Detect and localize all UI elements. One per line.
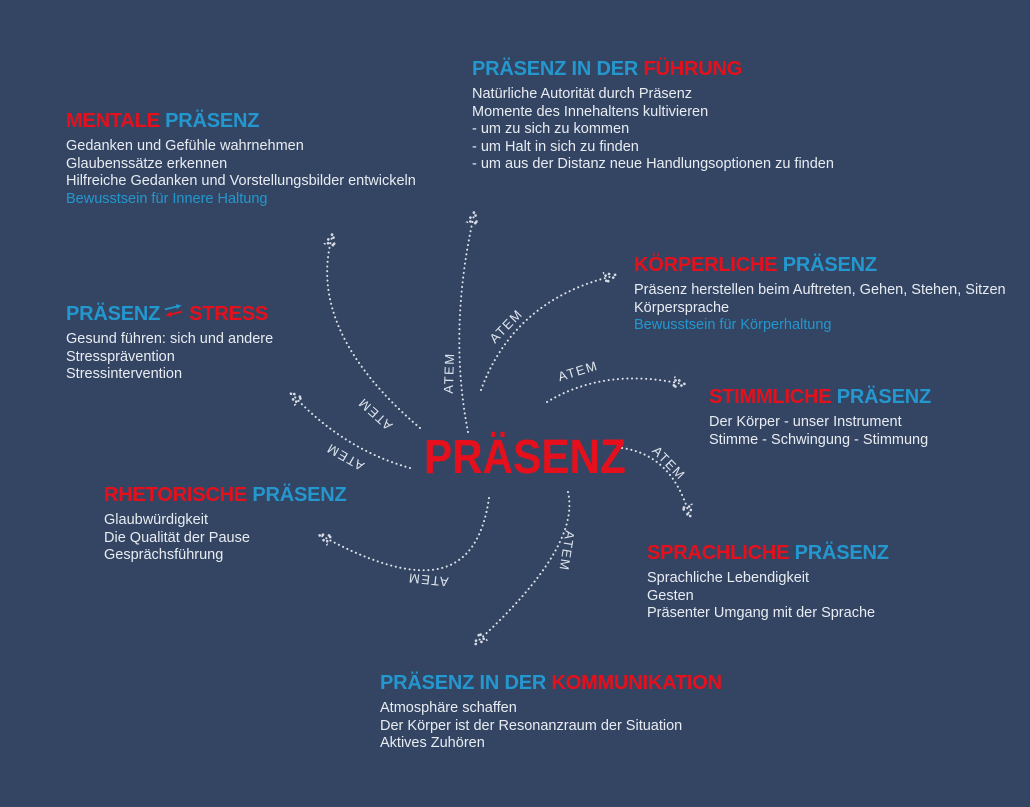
section-body: Atmosphäre schaffen Der Körper ist der R… bbox=[380, 700, 722, 753]
section-body: Gesund führen: sich und andere Stressprä… bbox=[66, 331, 273, 384]
section-line: Atmosphäre schaffen bbox=[380, 700, 517, 716]
section-title: STIMMLICHE PRÄSENZ bbox=[709, 386, 931, 409]
section-koerperliche-praesenz: KÖRPERLICHE PRÄSENZ Präsenz herstellen b… bbox=[634, 254, 1006, 335]
title-part: RHETORISCHE bbox=[104, 484, 253, 506]
title-part: PRÄSENZ bbox=[782, 254, 877, 276]
section-title: PRÄSENZ STRESS bbox=[66, 303, 273, 326]
section-line: Momente des Innehaltens kultivieren bbox=[472, 103, 709, 120]
section-line: Gedanken und Gefühle wahrnehmen bbox=[66, 138, 304, 154]
title-part: PRÄSENZ IN DER bbox=[472, 58, 644, 80]
title-part: PRÄSENZ bbox=[165, 110, 260, 132]
section-mentale-praesenz: MENTALE PRÄSENZ Gedanken und Gefühle wah… bbox=[66, 110, 416, 208]
atem-arrow-to-koerperliche-praesenz bbox=[480, 276, 613, 391]
title-part: FÜHRUNG bbox=[643, 58, 743, 80]
section-line: Bewusstsein für Innere Haltung bbox=[66, 190, 268, 207]
section-line: Bewusstsein für Körperhaltung bbox=[634, 317, 832, 333]
section-line: Glaubenssätze erkennen bbox=[66, 155, 228, 172]
title-part: STIMMLICHE bbox=[709, 386, 837, 408]
section-line: - um aus der Distanz neue Handlungsoptio… bbox=[472, 156, 834, 172]
title-part: PRÄSENZ bbox=[66, 303, 161, 325]
center-title: PRÄSENZ bbox=[424, 431, 626, 484]
section-sprachliche-praesenz: SPRACHLICHE PRÄSENZ Sprachliche Lebendig… bbox=[647, 542, 889, 623]
atem-label: ATEM bbox=[440, 352, 458, 394]
section-body: Natürliche Autorität durch Präsenz Momen… bbox=[472, 86, 834, 174]
section-line: Gesund führen: sich und andere bbox=[66, 331, 274, 347]
section-line: Sprachliche Lebendigkeit bbox=[647, 570, 810, 586]
section-body: Sprachliche Lebendigkeit Gesten Präsente… bbox=[647, 570, 889, 623]
section-line: Natürliche Autorität durch Präsenz bbox=[472, 86, 693, 102]
title-part: SPRACHLICHE bbox=[647, 542, 795, 564]
section-line: - um zu sich zu kommen bbox=[472, 121, 630, 137]
title-part: PRÄSENZ bbox=[836, 386, 931, 408]
section-line: Stressprävention bbox=[66, 348, 175, 365]
section-title: KÖRPERLICHE PRÄSENZ bbox=[634, 254, 1006, 277]
section-line: Aktives Zuhören bbox=[380, 735, 485, 751]
exchange-arrows-icon bbox=[164, 304, 183, 317]
section-body: Gedanken und Gefühle wahrnehmen Glaubens… bbox=[66, 138, 416, 208]
section-line: Hilfreiche Gedanken und Vorstellungsbild… bbox=[66, 173, 416, 189]
title-part: MENTALE bbox=[66, 110, 166, 132]
section-stimmliche-praesenz: STIMMLICHE PRÄSENZ Der Körper - unser In… bbox=[709, 386, 931, 449]
atem-arrow-to-stimmliche-praesenz bbox=[546, 378, 682, 403]
atem-arrow-to-mentale-praesenz bbox=[327, 237, 421, 429]
title-part: KOMMUNIKATION bbox=[551, 672, 722, 694]
section-praesenz-in-der-fuehrung: PRÄSENZ IN DER FÜHRUNG Natürliche Autori… bbox=[472, 58, 834, 174]
section-body: Der Körper - unser Instrument Stimme - S… bbox=[709, 414, 931, 449]
section-line: Stimme - Schwingung - Stimmung bbox=[709, 431, 929, 448]
section-rhetorische-praesenz: RHETORISCHE PRÄSENZ Glaubwürdigkeit Die … bbox=[104, 484, 347, 565]
title-part: STRESS bbox=[189, 303, 268, 325]
section-line: Stressintervention bbox=[66, 366, 183, 382]
section-line: Glaubwürdigkeit bbox=[104, 512, 208, 528]
section-title: PRÄSENZ IN DER FÜHRUNG bbox=[472, 58, 834, 81]
section-title: MENTALE PRÄSENZ bbox=[66, 110, 416, 133]
atem-arrow-to-kommunikation-bottom bbox=[477, 491, 571, 642]
section-line: Präsenter Umgang mit der Sprache bbox=[647, 605, 876, 621]
section-body: Glaubwürdigkeit Die Qualität der Pause G… bbox=[104, 512, 347, 565]
title-part: PRÄSENZ bbox=[794, 542, 889, 564]
section-line: Die Qualität der Pause bbox=[104, 529, 250, 546]
section-title: RHETORISCHE PRÄSENZ bbox=[104, 484, 347, 507]
section-line: Körpersprache bbox=[634, 299, 730, 316]
atem-arrow-to-rhetorische-praesenz bbox=[322, 497, 490, 572]
section-line: Der Körper - unser Instrument bbox=[709, 414, 902, 430]
title-part: KÖRPERLICHE bbox=[634, 254, 783, 276]
section-line: - um Halt in sich zu finden bbox=[472, 138, 639, 155]
title-part: PRÄSENZ IN DER bbox=[380, 672, 552, 694]
section-body: Präsenz herstellen beim Auftreten, Gehen… bbox=[634, 282, 1006, 335]
section-praesenz-in-der-kommunikation: PRÄSENZ IN DER KOMMUNIKATION Atmosphäre … bbox=[380, 672, 722, 753]
atem-arrow-to-praesenz-in-der-kommunikation bbox=[621, 447, 689, 514]
section-praesenz-stress: PRÄSENZ STRESS Gesund führen: sich und an… bbox=[66, 303, 273, 384]
atem-arrow-to-praesenz-in-der-fuehrung bbox=[458, 215, 474, 433]
title-part: PRÄSENZ bbox=[252, 484, 347, 506]
section-line: Gesprächsführung bbox=[104, 547, 224, 563]
section-line: Präsenz herstellen beim Auftreten, Gehen… bbox=[634, 282, 1006, 298]
section-title: PRÄSENZ IN DER KOMMUNIKATION bbox=[380, 672, 722, 695]
section-title: SPRACHLICHE PRÄSENZ bbox=[647, 542, 889, 565]
section-line: Gesten bbox=[647, 587, 694, 604]
section-line: Der Körper ist der Resonanzraum der Situ… bbox=[380, 717, 683, 734]
